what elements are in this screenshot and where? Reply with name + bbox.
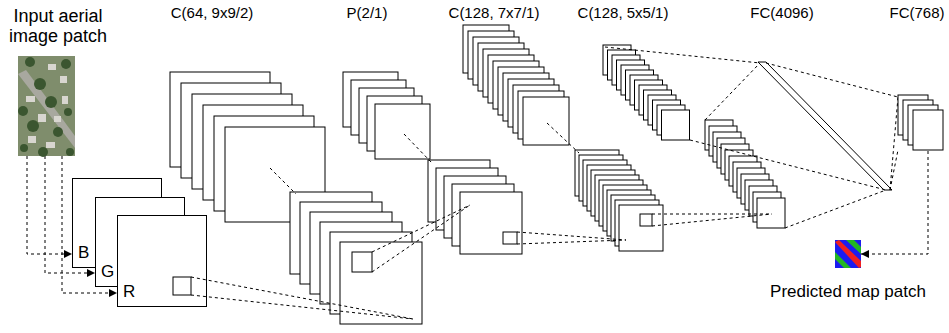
layer-label: C(128, 7x7/1): [429, 4, 559, 22]
channel-letter: R: [123, 282, 135, 302]
layer-label: C(64, 9x9/2): [147, 4, 277, 22]
label-slot: P(2/1): [302, 4, 432, 22]
layer-stack: [888, 4, 945, 151]
dashed-arrow: [27, 156, 72, 254]
channel-letter: B: [78, 243, 89, 263]
node-label: Input aerial image patch: [3, 6, 113, 46]
aerial-image: [18, 56, 75, 156]
label-slot: FC(4096): [717, 4, 847, 22]
node-label: FC(768): [888, 4, 946, 22]
dashed-arrow: [861, 151, 928, 254]
label-slot: C(64, 9x9/2): [147, 4, 277, 22]
node-label: Predicted map patch: [770, 282, 926, 302]
layer-label: C(128, 5x5/1): [558, 4, 688, 22]
layer-label: P(2/1): [302, 4, 432, 22]
layer-label: FC(4096): [717, 4, 847, 22]
channel-letter: G: [101, 262, 114, 282]
fc-layer-stack: FC(768): [888, 4, 946, 151]
label-slot: C(128, 7x7/1): [429, 4, 559, 22]
channel-box: R: [117, 215, 207, 307]
label-slot: C(128, 5x5/1): [558, 4, 688, 22]
input-image-patch: Input aerial image patch: [3, 6, 113, 156]
predicted-map-patch: Predicted map patch: [835, 240, 861, 268]
map-patch-image: [835, 240, 861, 268]
